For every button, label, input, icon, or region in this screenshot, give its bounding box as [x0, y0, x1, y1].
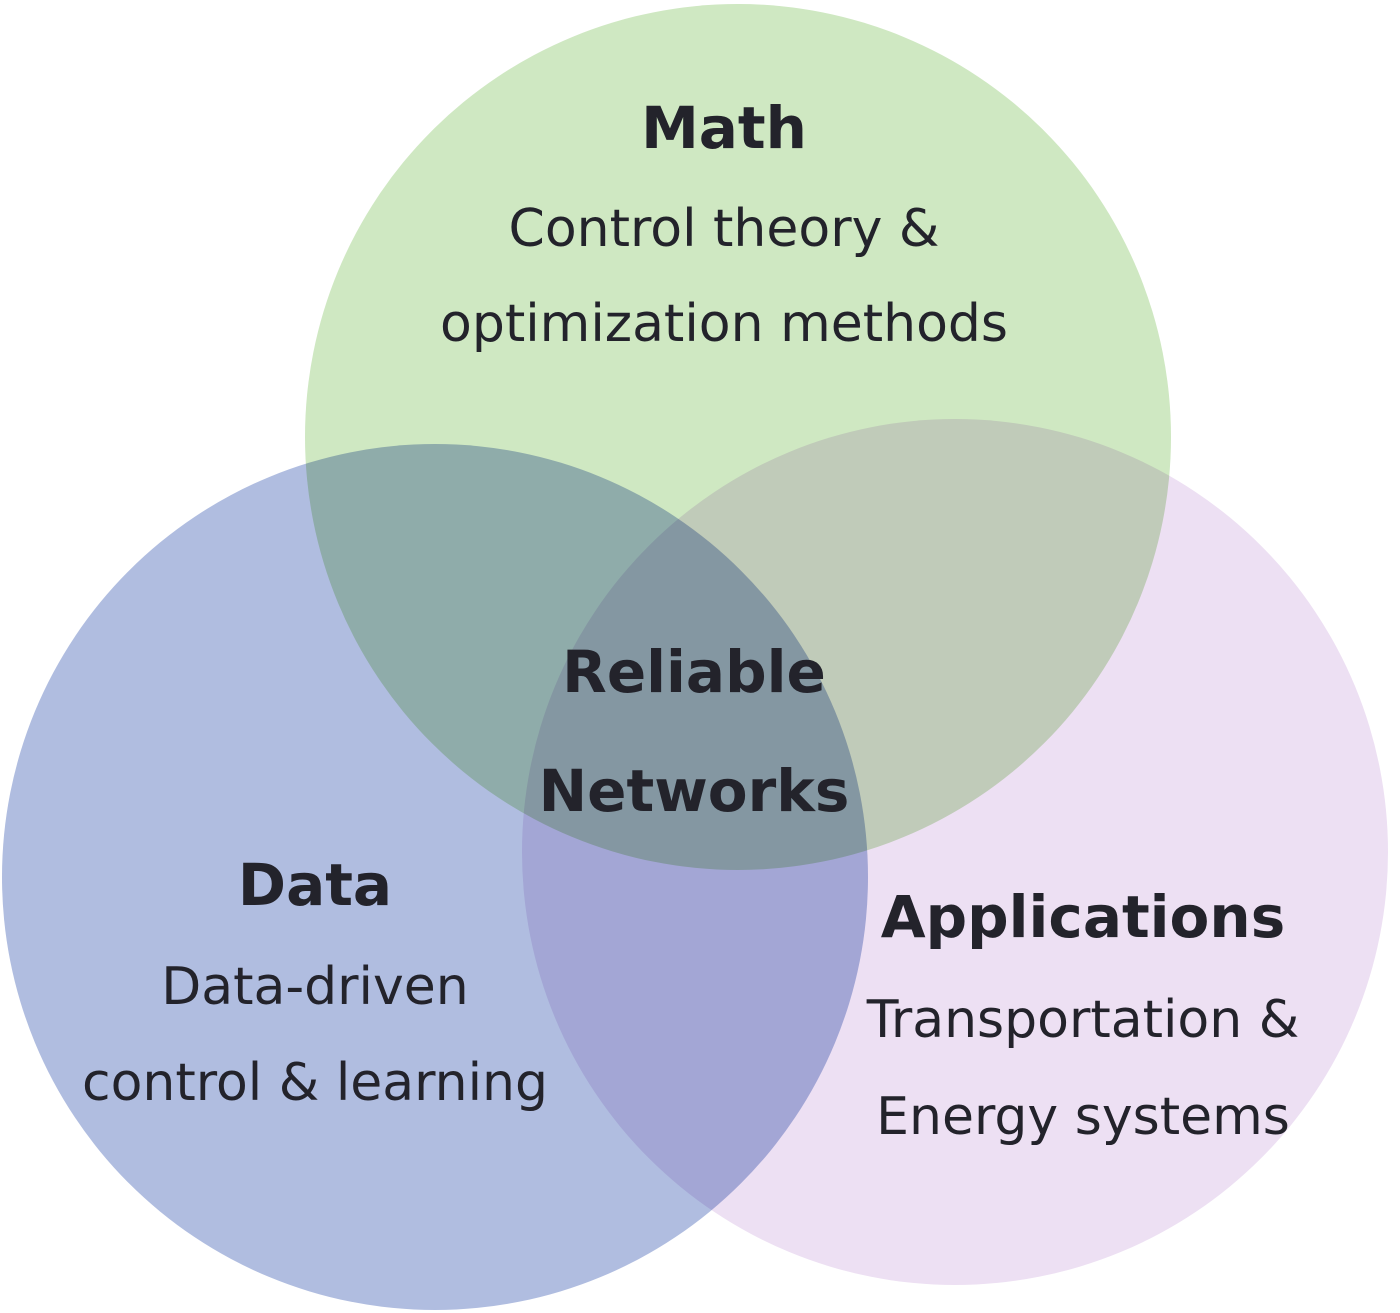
data-title: Data: [238, 851, 392, 919]
data-description-line-1: Data-driven: [161, 957, 468, 1017]
data-description-line-2: control & learning: [82, 1053, 548, 1113]
data-label-group: Data Data-driven control & learning: [82, 851, 548, 1113]
applications-title: Applications: [881, 883, 1285, 951]
applications-description-line-2: Energy systems: [876, 1087, 1290, 1147]
math-description-line-1: Control theory &: [509, 199, 940, 259]
math-title: Math: [641, 94, 807, 162]
center-title-line-1: Reliable: [562, 638, 826, 706]
applications-description-line-1: Transportation &: [866, 990, 1300, 1050]
venn-circles: [2, 4, 1388, 1310]
center-title-line-2: Networks: [539, 757, 850, 825]
math-description-line-2: optimization methods: [440, 294, 1008, 354]
center-label-group: Reliable Networks: [539, 638, 850, 825]
math-label-group: Math Control theory & optimization metho…: [440, 94, 1008, 354]
applications-label-group: Applications Transportation & Energy sys…: [866, 883, 1300, 1147]
math-circle: [305, 4, 1171, 870]
